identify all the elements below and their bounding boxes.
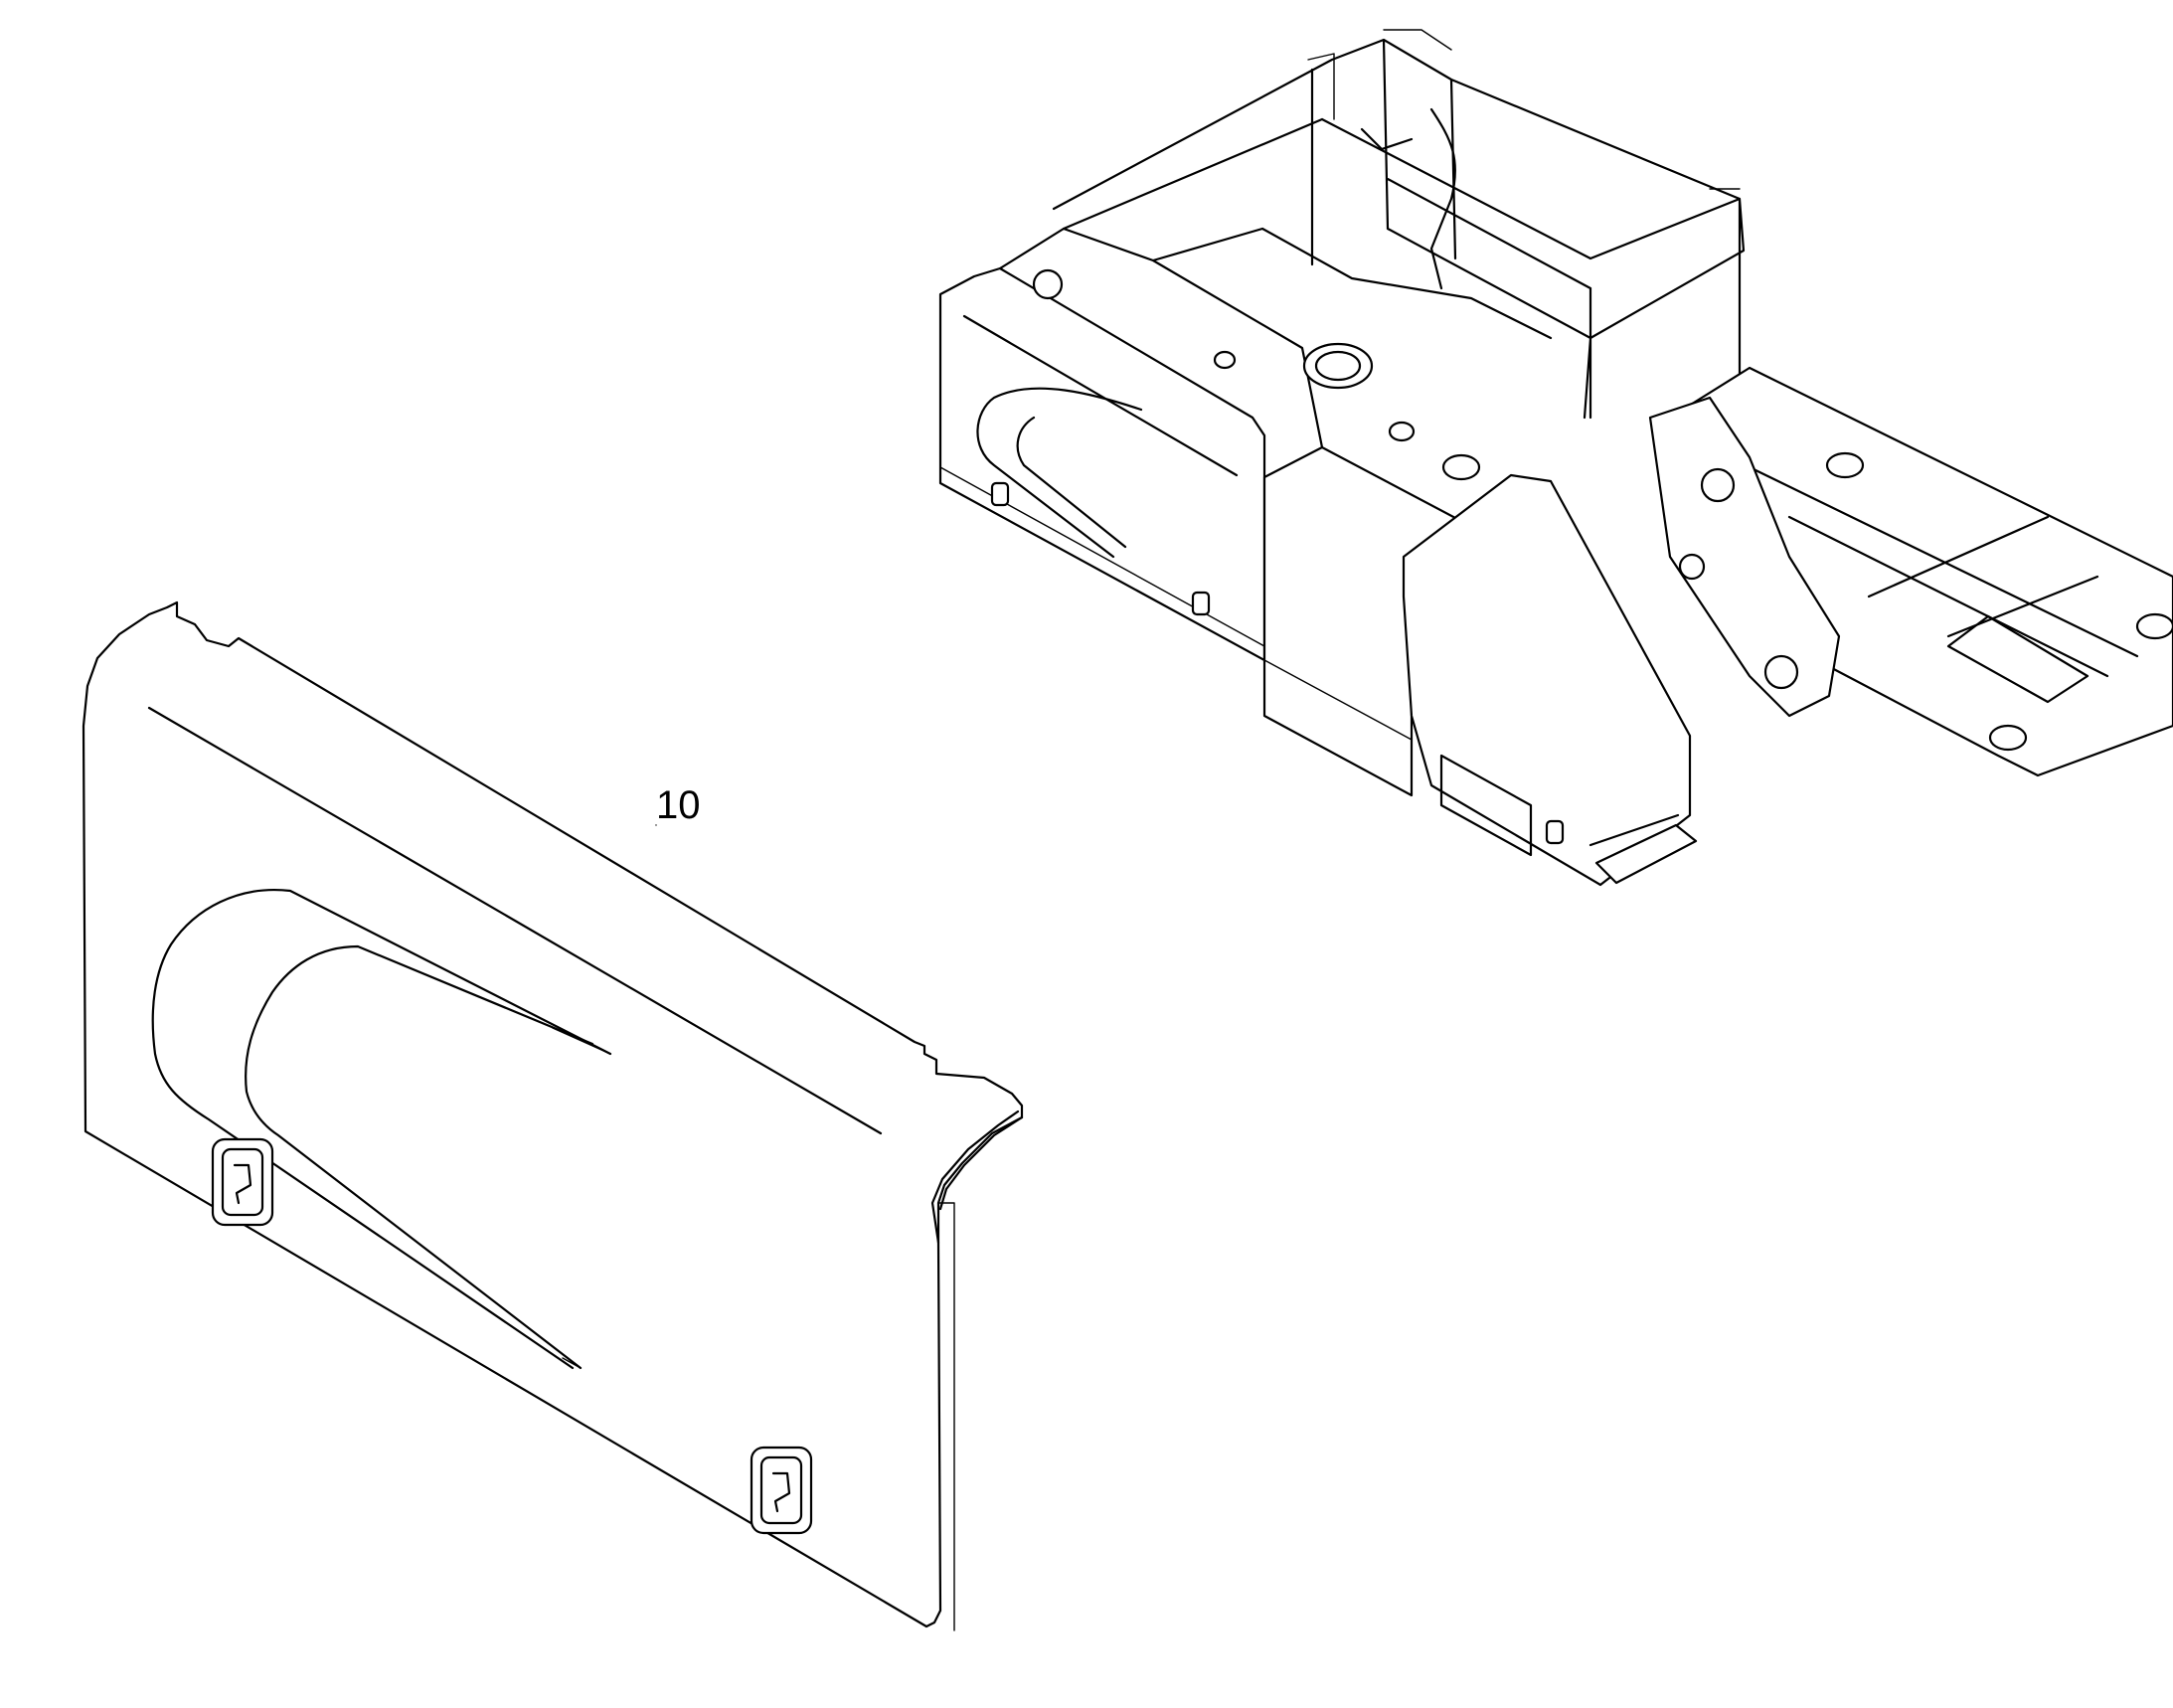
handle-latch-icon	[750, 1446, 813, 1535]
side-panel-scoop-outer	[151, 889, 612, 1370]
side-panel-flange-edge	[930, 1110, 1024, 1245]
side-panel-scoop-tail	[552, 1027, 611, 1369]
side-panel-outline	[82, 600, 1024, 1628]
side-panel-part	[82, 600, 1024, 1631]
deck-top	[998, 227, 1553, 449]
rops-cage	[1052, 38, 1746, 420]
side-panel-flange-inner	[937, 1202, 955, 1631]
side-panel-crease	[147, 706, 883, 1135]
handle-latch-icon	[1545, 819, 1565, 845]
handle-latch-icon	[211, 1137, 274, 1227]
handle-latch-icon	[990, 481, 1010, 507]
callout-label-10: 10	[656, 783, 701, 827]
side-panel-scoop-inner	[245, 944, 594, 1370]
handle-latch-icon	[1191, 591, 1211, 616]
boom-bracket	[1648, 396, 1841, 718]
machine-frame-assembly	[938, 29, 2173, 887]
step-tread	[1594, 823, 1698, 885]
